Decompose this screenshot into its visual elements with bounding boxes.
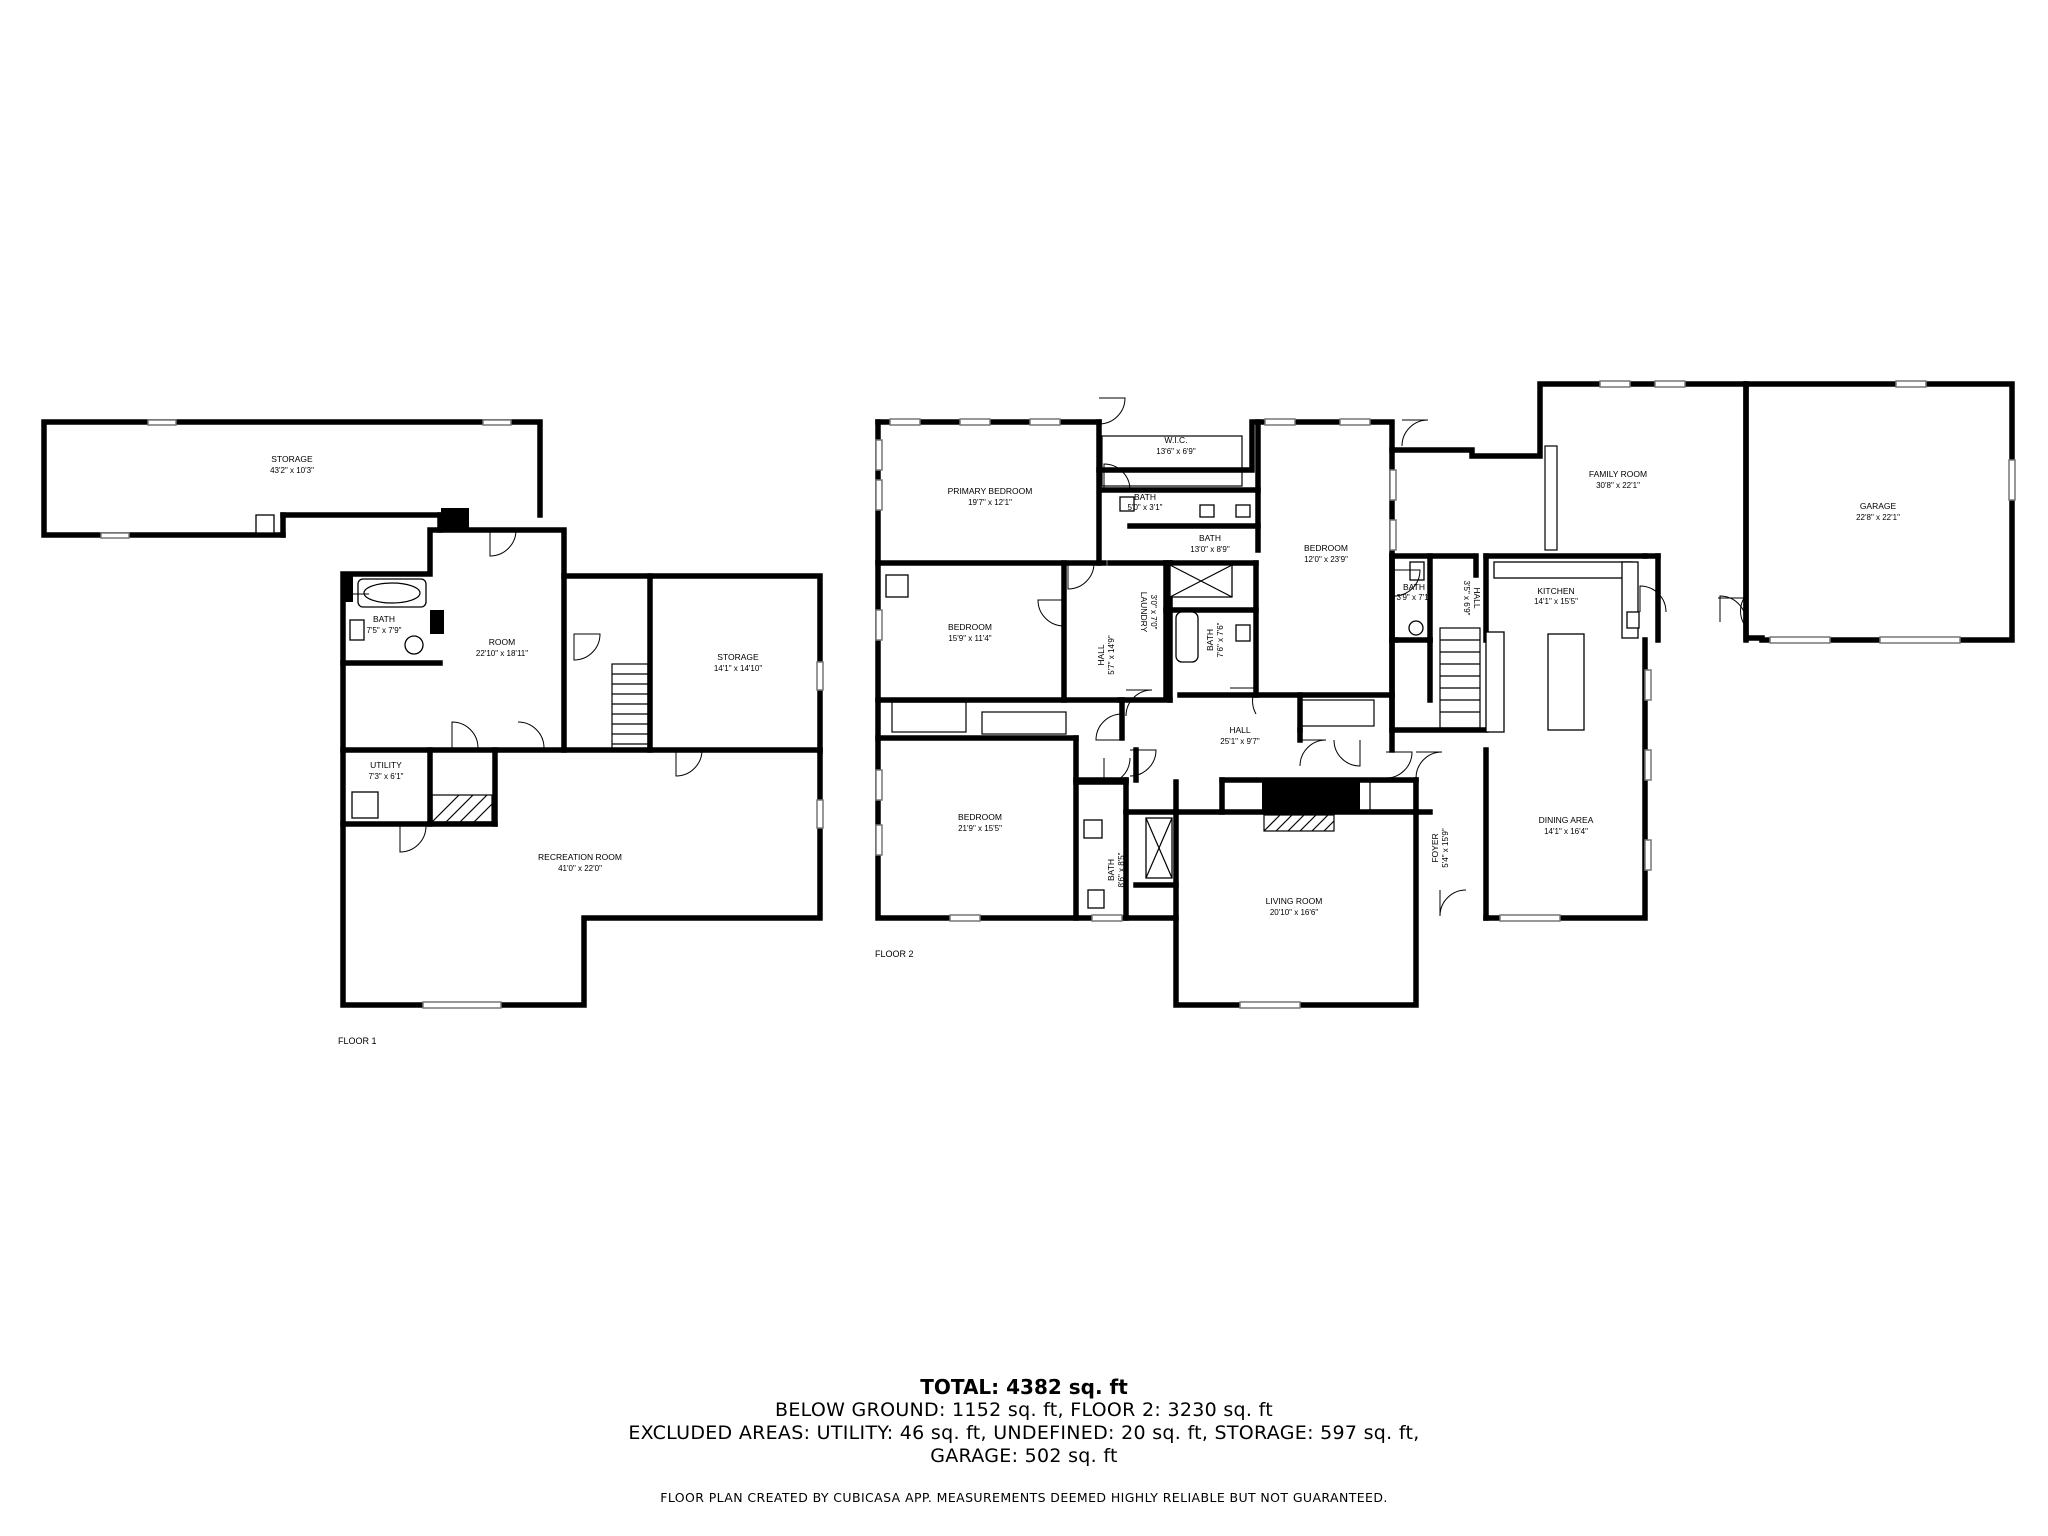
room-name: HALL [1096, 644, 1106, 666]
floor-2-label: FLOOR 2 [875, 949, 914, 959]
room-name: BEDROOM [958, 812, 1002, 822]
floor-1-stairs [611, 663, 649, 751]
room-name: BATH [1205, 629, 1215, 651]
room-name: BATH [1106, 859, 1116, 881]
room-labels: STORAGE 43'2" x 10'3" BATH 7'5" x 7'9" R… [270, 435, 1900, 1046]
room-name: STORAGE [271, 454, 313, 464]
room-name: DINING AREA [1539, 815, 1594, 825]
floor-1-label: FLOOR 1 [338, 1036, 377, 1046]
room-name: BEDROOM [948, 622, 992, 632]
room-dimensions: 43'2" x 10'3" [270, 466, 314, 475]
room-dimensions: 19'7" x 12'1" [968, 498, 1012, 507]
room-name: W.I.C. [1164, 435, 1187, 445]
room-dimensions: 12'0" x 23'9" [1304, 555, 1348, 564]
room-dimensions: 30'8" x 22'1" [1596, 481, 1640, 490]
room-dimensions: 15'9" x 11'4" [948, 634, 991, 643]
room-dimensions: 3'9" x 7'1" [1397, 593, 1432, 602]
room-dimensions: 22'10" x 18'11" [476, 649, 528, 658]
room-name: STORAGE [717, 652, 759, 662]
room-dimensions: 5'7" x 14'9" [1107, 635, 1116, 675]
area-breakdown-line-3: GARAGE: 502 sq. ft [930, 1445, 1118, 1467]
room-dimensions: 14'1" x 15'5" [1534, 597, 1578, 606]
room-name: LAUNDRY [1139, 592, 1149, 633]
total-area: TOTAL: 4382 sq. ft [920, 1375, 1128, 1399]
floor-2-stairs [1439, 627, 1481, 729]
room-name: LIVING ROOM [1266, 896, 1323, 906]
room-name: HALL [1472, 587, 1482, 609]
room-name: BEDROOM [1304, 543, 1348, 553]
fireplace-hatch [1263, 814, 1335, 832]
kitchen-counters [1485, 561, 1640, 733]
room-dimensions: 7'3" x 6'1" [369, 772, 404, 781]
room-name: UTILITY [370, 760, 402, 770]
room-dimensions: 8'6" x 8'5" [1117, 852, 1126, 887]
floor-2-outer-walls [875, 381, 2015, 1008]
floor-1-storage-top-room [41, 419, 543, 539]
room-dimensions: 7'6" x 7'6" [1216, 622, 1225, 657]
area-breakdown-line-1: BELOW GROUND: 1152 sq. ft, FLOOR 2: 3230… [775, 1399, 1273, 1421]
room-name: BATH [373, 614, 395, 624]
area-summary: TOTAL: 4382 sq. ft BELOW GROUND: 1152 sq… [0, 1375, 2048, 1505]
room-dimensions: 22'8" x 22'1" [1856, 513, 1900, 522]
room-dimensions: 41'0" x 22'0" [558, 864, 602, 873]
room-name: RECREATION ROOM [538, 852, 622, 862]
room-dimensions: 25'1" x 9'7" [1220, 737, 1260, 746]
room-name: BATH [1199, 533, 1221, 543]
room-name: BATH [1134, 492, 1156, 502]
room-name: HALL [1229, 725, 1251, 735]
room-dimensions: 21'9" x 15'5" [958, 824, 1002, 833]
floor-2-plan [875, 380, 2016, 1009]
area-breakdown-line-2: EXCLUDED AREAS: UTILITY: 46 sq. ft, UNDE… [628, 1422, 1420, 1444]
room-name: ROOM [489, 637, 515, 647]
floor-2-windows [875, 380, 2016, 1009]
room-dimensions: 14'1" x 16'4" [1544, 827, 1588, 836]
room-dimensions: 7'5" x 7'9" [367, 626, 402, 635]
floor-1-plan [41, 419, 824, 1009]
room-name: PRIMARY BEDROOM [948, 486, 1033, 496]
disclaimer: FLOOR PLAN CREATED BY CUBICASA APP. MEAS… [660, 1490, 1388, 1505]
fireplace-dark [1262, 781, 1360, 810]
room-name: GARAGE [1860, 501, 1897, 511]
floor-2-interior-walls [875, 419, 1661, 921]
room-dimensions: 20'10" x 16'6" [1270, 908, 1318, 917]
room-dimensions: 3'0" x 7'0" [1149, 595, 1158, 630]
bath-fixtures [885, 496, 1425, 909]
built-ins [891, 435, 1558, 811]
room-name: BATH [1403, 582, 1425, 592]
room-dimensions: 5'4" x 15'9" [1441, 828, 1450, 868]
room-dimensions: 5'0" x 3'1" [1128, 503, 1163, 512]
room-name: FOYER [1430, 833, 1440, 862]
room-dimensions: 13'6" x 6'9" [1156, 447, 1196, 456]
floor-2-doors [1037, 397, 1747, 917]
room-dimensions: 14'1" x 14'10" [714, 664, 762, 673]
room-dimensions: 13'0" x 8'9" [1190, 545, 1230, 554]
room-dimensions: 3'5" x 6'9" [1462, 581, 1471, 616]
room-name: FAMILY ROOM [1589, 469, 1647, 479]
room-name: KITCHEN [1537, 586, 1574, 596]
floor-1-room-block [340, 512, 824, 1009]
